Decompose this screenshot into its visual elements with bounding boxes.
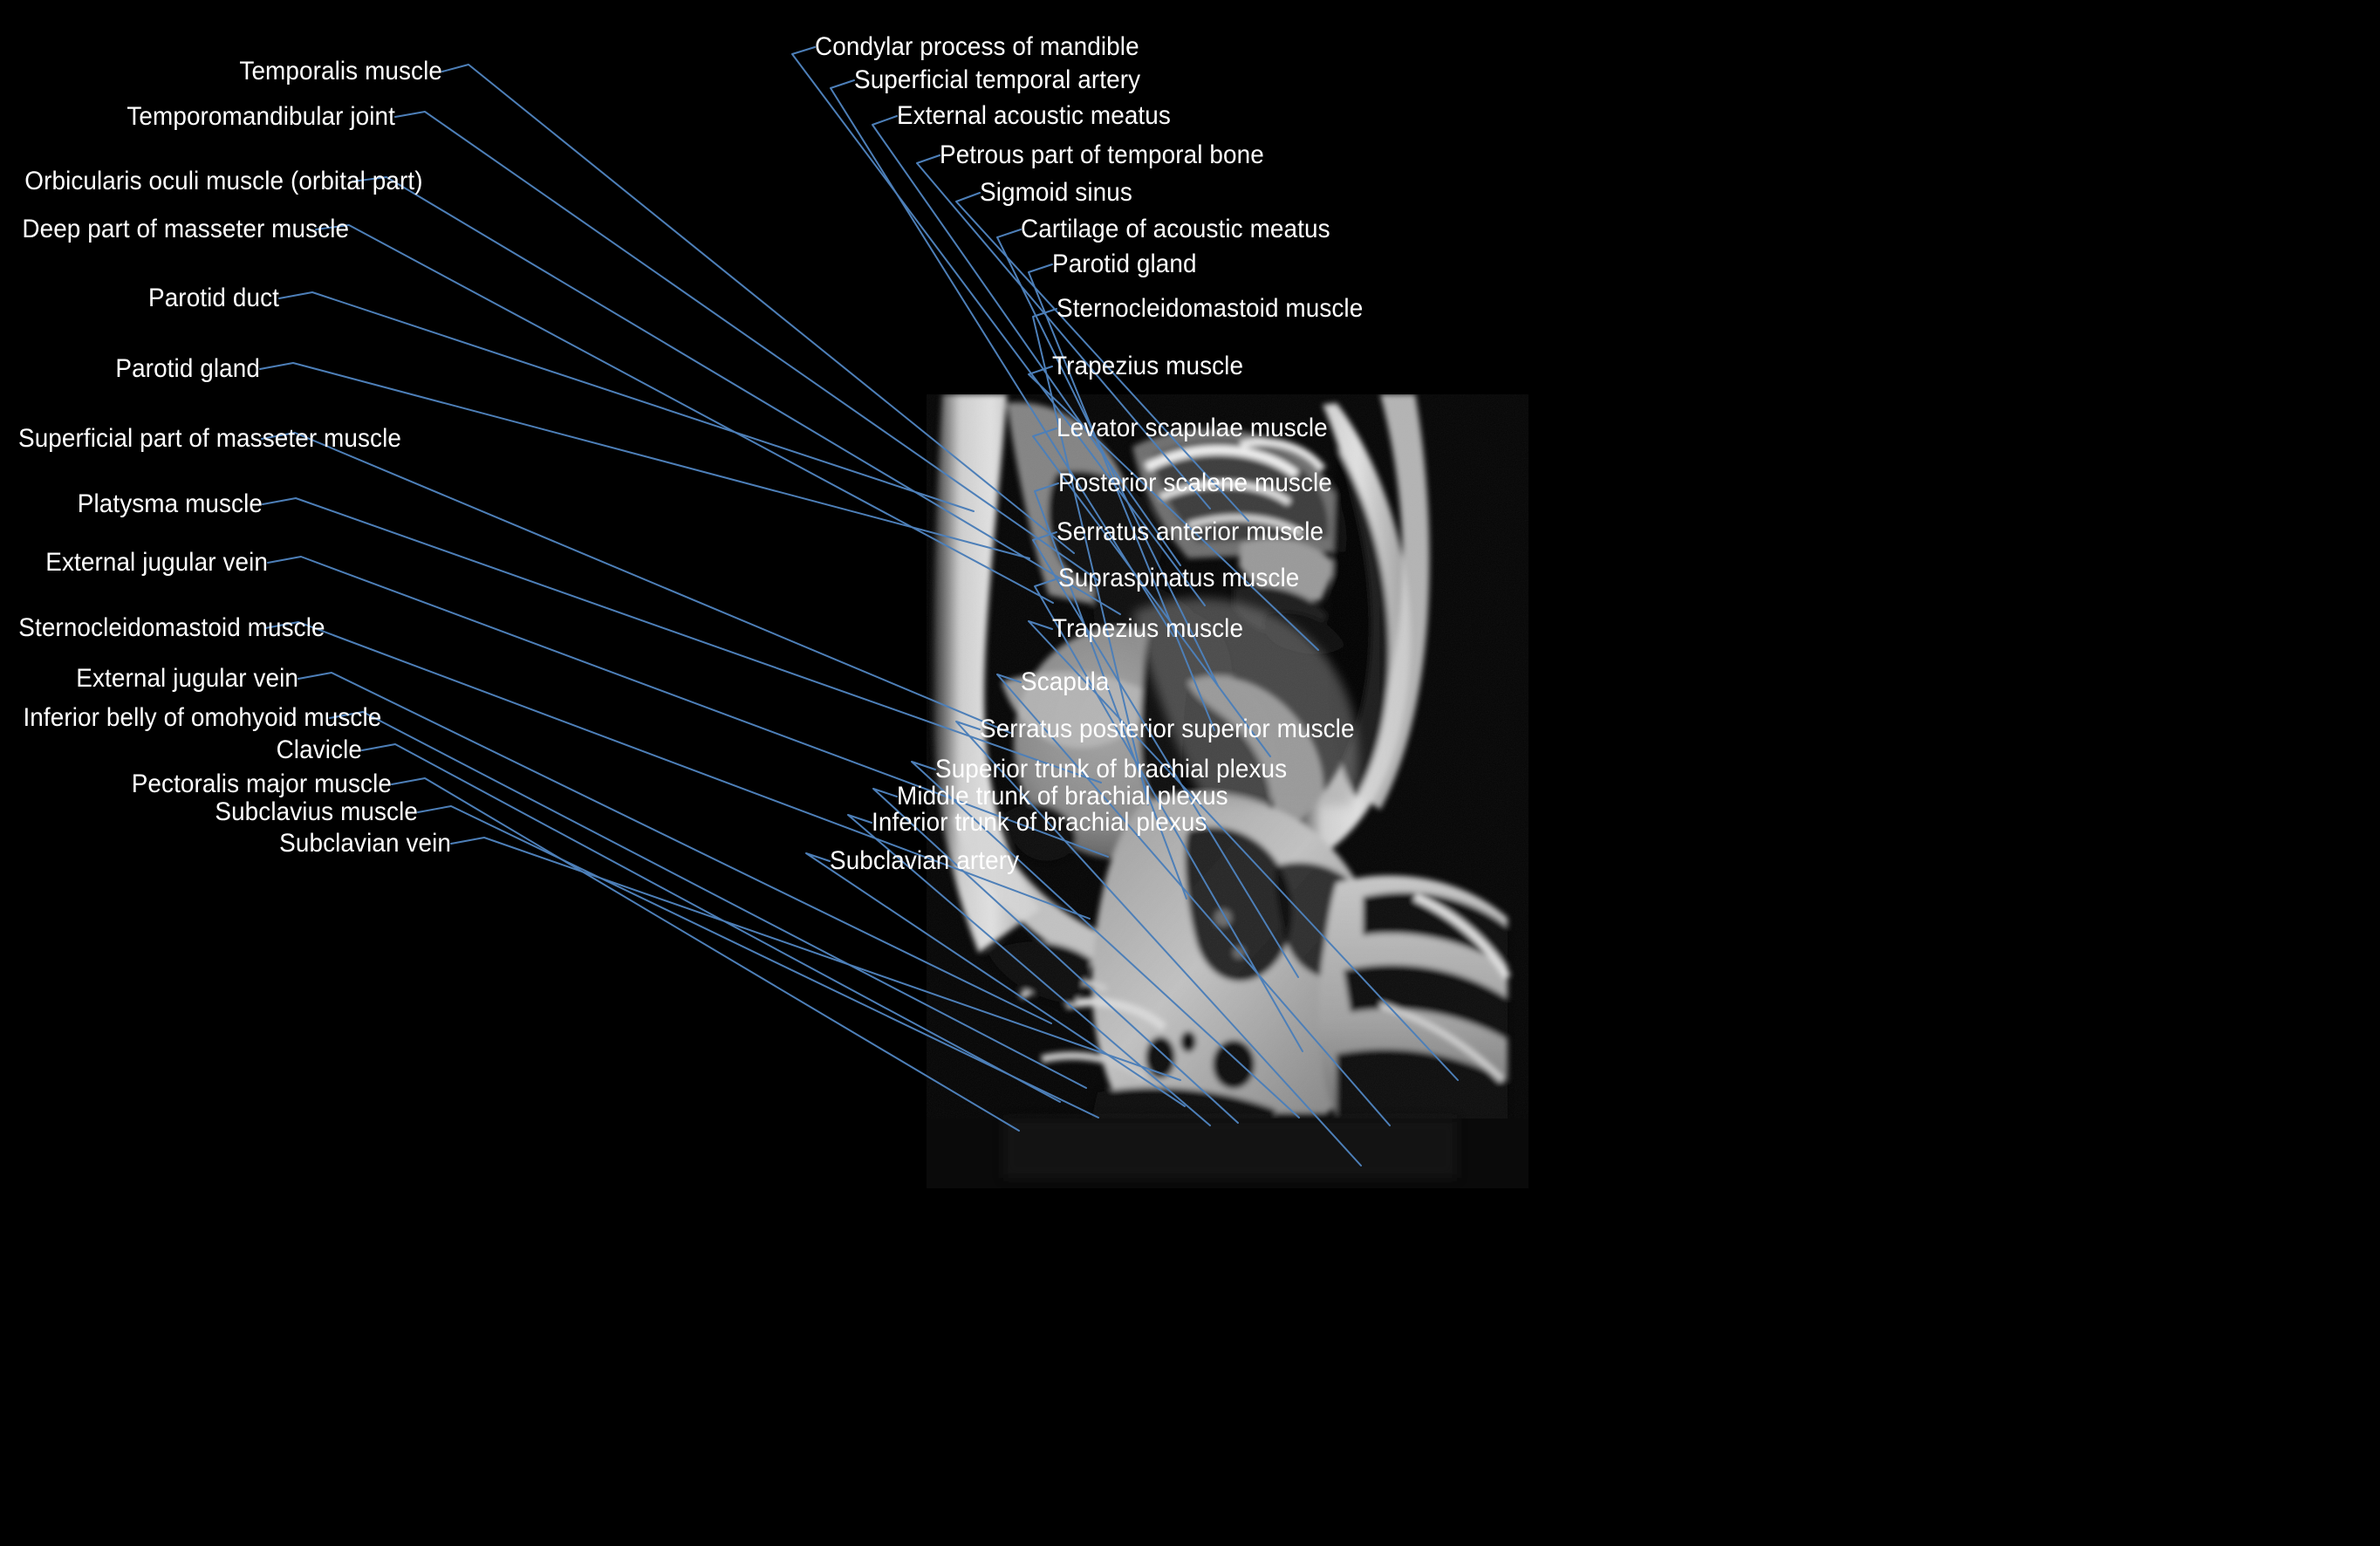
leader-line-parotid-gland-left (259, 362, 1030, 559)
annotation-label-temporomandibular-joint: Temporomandibular joint (127, 102, 395, 131)
annotation-label-parotid-gland-left: Parotid gland (115, 354, 260, 383)
annotation-label-cartilage-of-acoustic-meatus: Cartilage of acoustic meatus (1021, 215, 1330, 243)
annotation-label-external-jugular-vein-lower: External jugular vein (76, 664, 298, 693)
annotation-label-clavicle: Clavicle (276, 735, 362, 764)
leader-line-superficial-part-of-masseter-muscle (261, 432, 1011, 734)
leader-line-parotid-duct (278, 291, 975, 512)
annotation-label-inferior-trunk-of-brachial-plexus: Inferior trunk of brachial plexus (872, 808, 1207, 837)
annotation-label-deep-part-of-masseter-muscle: Deep part of masseter muscle (22, 215, 350, 243)
annotation-label-supraspinatus-muscle: Supraspinatus muscle (1058, 564, 1300, 592)
annotation-label-superficial-part-of-masseter-muscle: Superficial part of masseter muscle (18, 424, 401, 453)
annotation-label-subclavian-artery: Subclavian artery (830, 846, 1020, 875)
annotation-label-sigmoid-sinus: Sigmoid sinus (980, 178, 1132, 207)
annotation-label-middle-trunk-of-brachial-plexus: Middle trunk of brachial plexus (897, 782, 1228, 811)
annotation-label-external-jugular-vein-upper: External jugular vein (45, 548, 268, 577)
annotation-label-superficial-temporal-artery: Superficial temporal artery (854, 65, 1141, 94)
annotation-label-serratus-posterior-superior-muscle: Serratus posterior superior muscle (980, 715, 1355, 743)
annotation-label-superior-trunk-of-brachial-plexus: Superior trunk of brachial plexus (935, 755, 1288, 783)
annotation-label-inferior-belly-of-omohyoid-muscle: Inferior belly of omohyoid muscle (23, 703, 382, 732)
annotation-label-temporalis-muscle: Temporalis muscle (239, 57, 442, 86)
annotation-label-posterior-scalene-muscle: Posterior scalene muscle (1058, 469, 1332, 497)
annotation-label-subclavian-vein: Subclavian vein (279, 829, 451, 858)
annotation-label-petrous-part-of-temporal-bone: Petrous part of temporal bone (940, 140, 1264, 169)
annotation-label-condylar-process-of-mandible: Condylar process of mandible (815, 32, 1139, 61)
annotation-label-trapezius-muscle-upper: Trapezius muscle (1052, 352, 1244, 380)
annotation-label-platysma-muscle: Platysma muscle (77, 489, 263, 518)
annotation-label-scapula: Scapula (1021, 667, 1110, 696)
annotation-label-sternocleidomastoid-muscle-left: Sternocleidomastoid muscle (18, 613, 325, 642)
annotation-label-parotid-gland-right: Parotid gland (1052, 250, 1197, 278)
annotation-label-orbicularis-oculi-muscle-orbital-part: Orbicularis oculi muscle (orbital part) (24, 167, 423, 195)
annotation-label-subclavius-muscle: Subclavius muscle (215, 797, 418, 826)
annotation-label-levator-scapulae-muscle: Levator scapulae muscle (1057, 414, 1328, 442)
annotation-label-pectoralis-major-muscle: Pectoralis major muscle (131, 770, 392, 798)
annotation-label-serratus-anterior-muscle: Serratus anterior muscle (1057, 517, 1324, 546)
annotation-label-sternocleidomastoid-muscle-right: Sternocleidomastoid muscle (1057, 294, 1364, 323)
annotation-label-parotid-duct: Parotid duct (147, 284, 279, 312)
annotation-label-external-acoustic-meatus: External acoustic meatus (897, 101, 1171, 130)
annotation-label-trapezius-muscle-lower: Trapezius muscle (1052, 614, 1244, 643)
